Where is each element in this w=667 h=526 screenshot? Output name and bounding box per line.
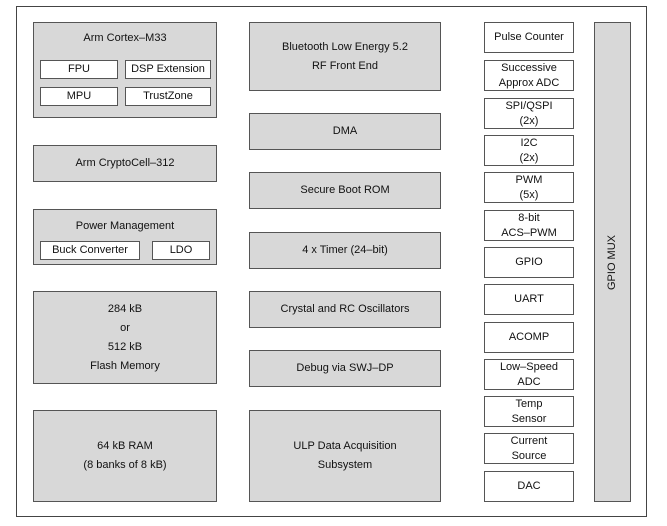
oscillators-label: Crystal and RC Oscillators [280, 303, 410, 315]
current-source-block: Current Source [484, 433, 574, 464]
peripheral-label: Low–Speed [499, 360, 559, 373]
dma-label: DMA [332, 125, 358, 137]
secure-boot-rom-label: Secure Boot ROM [300, 184, 390, 196]
temp-sensor-block: Temp Sensor [484, 396, 574, 427]
ram-banks: (8 banks of 8 kB) [83, 459, 167, 471]
peripheral-label: (5x) [519, 188, 539, 201]
cryptocell-label: Arm CryptoCell–312 [75, 157, 175, 169]
gpio-block: GPIO [484, 247, 574, 278]
peripheral-label: Pulse Counter [494, 31, 564, 43]
peripheral-label: ACS–PWM [501, 226, 557, 239]
ram-size: 64 kB RAM [97, 440, 153, 452]
peripheral-label: PWM [515, 173, 543, 186]
peripheral-label: (2x) [519, 151, 539, 164]
trustzone-block: TrustZone [125, 87, 211, 106]
dsp-extension-block: DSP Extension [125, 60, 211, 79]
peripheral-label: Source [511, 449, 547, 462]
sar-adc-block: Successive Approx ADC [484, 60, 574, 91]
pwm-block: PWM (5x) [484, 172, 574, 203]
cpu-title: Arm Cortex–M33 [83, 32, 167, 44]
power-management-title: Power Management [75, 220, 175, 232]
dma-block: DMA [249, 113, 441, 150]
ble-label: Bluetooth Low Energy 5.2 [282, 40, 408, 53]
spi-qspi-block: SPI/QSPI (2x) [484, 98, 574, 129]
flash-memory-block: 284 kB or 512 kB Flash Memory [33, 291, 217, 384]
cpu-block: Arm Cortex–M33 FPU DSP Extension MPU Tru… [33, 22, 217, 118]
rf-front-end-label: RF Front End [311, 59, 379, 72]
peripheral-label: 8-bit [518, 211, 540, 224]
timer-block: 4 x Timer (24–bit) [249, 232, 441, 269]
ldo-block: LDO [152, 241, 210, 260]
peripheral-label: I2C [520, 136, 538, 149]
gpio-mux-label: GPIO MUX [606, 234, 619, 290]
acs-pwm-block: 8-bit ACS–PWM [484, 210, 574, 241]
i2c-block: I2C (2x) [484, 135, 574, 166]
pulse-counter-block: Pulse Counter [484, 22, 574, 53]
debug-block: Debug via SWJ–DP [249, 350, 441, 387]
flash-size-2: 512 kB [107, 340, 143, 353]
ble-block: Bluetooth Low Energy 5.2 RF Front End [249, 22, 441, 91]
ulp-data-acquisition-block: ULP Data Acquisition Subsystem [249, 410, 441, 502]
peripheral-label: (2x) [519, 114, 539, 127]
buck-converter-block: Buck Converter [40, 241, 140, 260]
gpio-mux-block: GPIO MUX [594, 22, 631, 502]
peripheral-label: Successive [501, 61, 557, 74]
peripheral-label: ADC [517, 375, 541, 388]
peripheral-label: DAC [517, 480, 541, 492]
ulp-label-2: Subsystem [317, 459, 373, 471]
peripheral-label: ACOMP [508, 331, 550, 343]
power-management-block: Power Management Buck Converter LDO [33, 209, 217, 265]
peripheral-label: Current [510, 434, 548, 447]
peripheral-label: Sensor [511, 412, 547, 425]
flash-label: Flash Memory [90, 359, 160, 372]
fpu-block: FPU [40, 60, 118, 79]
flash-size-1: 284 kB [107, 302, 143, 315]
peripheral-label: GPIO [515, 256, 543, 268]
acomp-block: ACOMP [484, 322, 574, 353]
peripheral-label: Temp [515, 397, 543, 410]
timer-label: 4 x Timer (24–bit) [302, 244, 388, 256]
flash-or: or [120, 321, 130, 334]
secure-boot-rom-block: Secure Boot ROM [249, 172, 441, 209]
low-speed-adc-block: Low–Speed ADC [484, 359, 574, 390]
uart-block: UART [484, 284, 574, 315]
oscillators-block: Crystal and RC Oscillators [249, 291, 441, 328]
ram-block: 64 kB RAM (8 banks of 8 kB) [33, 410, 217, 502]
peripheral-label: Approx ADC [498, 76, 560, 89]
mpu-block: MPU [40, 87, 118, 106]
peripheral-label: UART [514, 293, 544, 305]
debug-label: Debug via SWJ–DP [296, 362, 394, 374]
ulp-label-1: ULP Data Acquisition [293, 440, 397, 452]
dac-block: DAC [484, 471, 574, 502]
cryptocell-block: Arm CryptoCell–312 [33, 145, 217, 182]
peripheral-label: SPI/QSPI [505, 99, 553, 112]
